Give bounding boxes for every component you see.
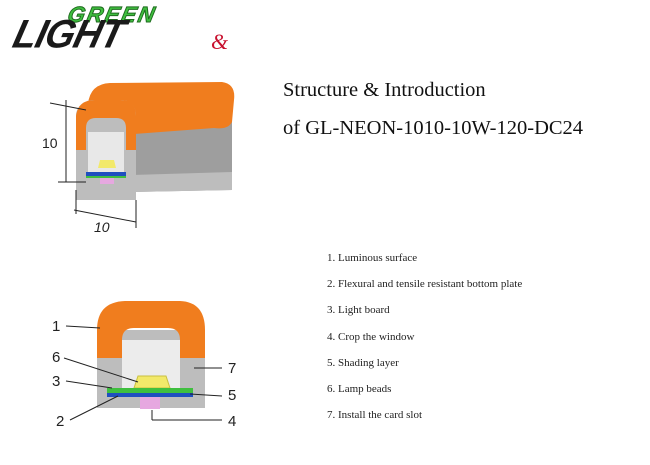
section-light-board [107, 388, 193, 393]
brand-logo: GREEN LIGHT & [8, 2, 240, 58]
height-dim-ext-top [49, 102, 87, 111]
luminous-top [88, 82, 235, 134]
title-line-1: Structure & Introduction [283, 79, 486, 101]
width-dim-line [73, 209, 137, 223]
profile-3d-figure: 10 10 [42, 82, 235, 235]
callout-line-2 [69, 395, 119, 421]
legend-item-6: 6. Lamp beads [327, 382, 392, 395]
height-label: 10 [42, 135, 58, 151]
callout-1: 1 [52, 318, 60, 335]
callout-line-6 [63, 357, 139, 383]
callout-line-1 [65, 325, 101, 329]
cross-section-figure: 1 6 3 2 7 5 4 [52, 301, 236, 430]
shading-3d [86, 176, 126, 178]
window-3d [100, 178, 114, 184]
body-bottom-side [132, 172, 232, 192]
callout-6: 6 [52, 349, 60, 366]
title-line-2: of GL-NEON-1010-10W-120-DC24 [283, 117, 584, 139]
legend-item-1: 1. Luminous surface [327, 252, 418, 264]
callout-line-5 [189, 393, 223, 397]
legend-item-2: 2. Flexural and tensile resistant bottom… [327, 278, 523, 291]
logo-ampersand: & [211, 29, 229, 54]
light-board-3d [86, 172, 126, 176]
section-window [140, 397, 160, 409]
callout-3: 3 [52, 373, 60, 390]
callout-4: 4 [228, 413, 236, 430]
callout-5: 5 [228, 387, 236, 404]
section-lamp-bead [133, 375, 171, 389]
width-label: 10 [94, 219, 110, 235]
lamp-bead-3d [98, 160, 116, 168]
callout-2: 2 [56, 413, 64, 430]
section-luminous [97, 301, 205, 358]
legend-item-4: 4. Crop the window [327, 330, 415, 343]
callout-7: 7 [228, 360, 236, 377]
legend-item-5: 5. Shading layer [327, 356, 399, 369]
callout-line-3 [65, 380, 113, 389]
section-shading-layer [107, 393, 193, 397]
component-legend: 1. Luminous surface 2. Flexural and tens… [327, 251, 522, 434]
front-luminous [76, 100, 136, 150]
legend-item-7: 7. Install the card slot [327, 409, 423, 422]
legend-item-3: 3. Light board [327, 304, 390, 317]
